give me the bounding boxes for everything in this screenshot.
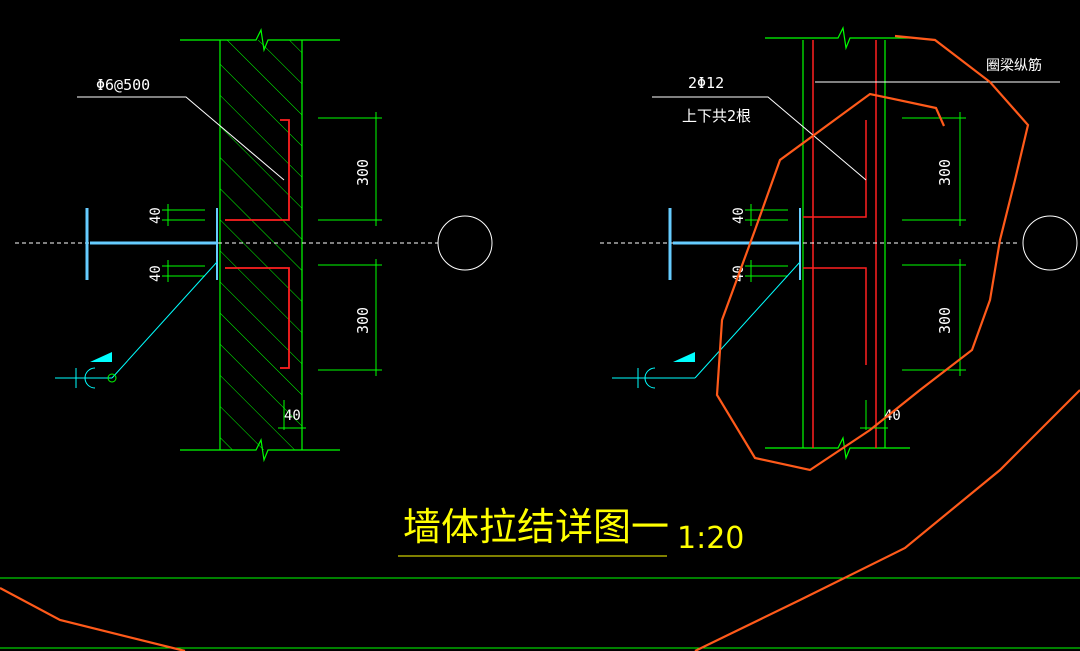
break-line-top-right xyxy=(765,26,910,51)
rebar-label: Φ6@500 xyxy=(96,76,150,94)
drawing-title: 墙体拉结详图一 xyxy=(403,505,669,549)
length-dimensions xyxy=(278,112,382,430)
dim-bottom-gap: 40 xyxy=(148,265,164,282)
rebar-leader-right xyxy=(652,96,867,181)
rebar-label-top: 2Φ12 xyxy=(688,74,724,92)
dim-bottom-edge: 40 xyxy=(284,408,301,424)
left-detail: Φ6@500 40 40 300 300 40 xyxy=(15,28,493,463)
tie-rebar-top xyxy=(225,119,290,221)
weld-arc-right xyxy=(644,367,656,389)
right-detail: 2Φ12 上下共2根 圈梁纵筋 40 40 300 300 40 xyxy=(600,26,1078,461)
dim-top-gap-right: 40 xyxy=(731,207,747,224)
wall-hatch xyxy=(220,40,302,450)
drawing-title-block: 墙体拉结详图一 1:20 xyxy=(398,505,744,557)
markup-bottom-line xyxy=(0,587,186,651)
dim-top-length: 300 xyxy=(354,159,372,186)
tie-rebar-bottom-right xyxy=(803,267,867,365)
dim-bottom-edge-right: 40 xyxy=(884,408,901,424)
break-line-top xyxy=(180,28,340,53)
weld-leader-right xyxy=(694,261,801,379)
tie-rebar-top-right xyxy=(803,120,867,218)
beam-label: 圈梁纵筋 xyxy=(986,57,1042,74)
break-line-bottom-right xyxy=(765,436,910,461)
rebar-leader xyxy=(77,96,285,181)
gap-dimensions-right xyxy=(745,204,788,282)
weld-node xyxy=(107,373,117,383)
axis-bubble-right xyxy=(1022,215,1078,271)
markup-sweep-line xyxy=(694,389,1080,651)
gap-dimensions xyxy=(162,204,205,282)
markup-annotations xyxy=(0,34,1080,651)
weld-leader xyxy=(111,261,218,379)
dim-bottom-length: 300 xyxy=(354,307,372,334)
rebar-label-bottom: 上下共2根 xyxy=(682,107,751,125)
dim-top-gap: 40 xyxy=(148,207,164,224)
markup-loop-inner xyxy=(715,34,1030,472)
weld-flag-right xyxy=(673,352,695,362)
weld-arc xyxy=(84,367,96,389)
dim-bottom-length-right: 300 xyxy=(936,307,954,334)
dim-top-length-right: 300 xyxy=(936,159,954,186)
tie-rebar-bottom xyxy=(225,267,290,369)
length-dimensions-right xyxy=(860,112,966,430)
axis-bubble xyxy=(437,215,493,271)
weld-flag xyxy=(90,352,112,362)
drawing-scale: 1:20 xyxy=(677,521,744,556)
break-line-bottom xyxy=(180,438,340,463)
